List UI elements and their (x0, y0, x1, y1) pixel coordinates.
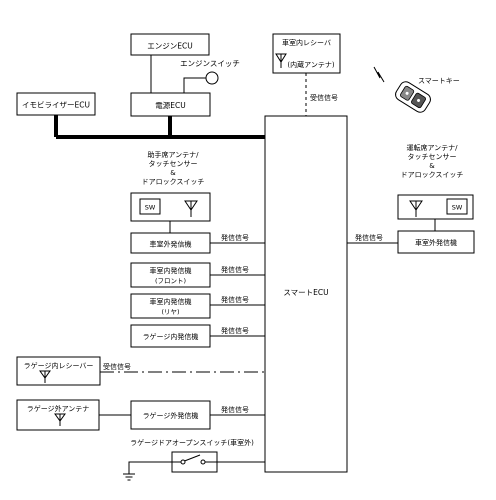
inside-tx-rear-box (130, 293, 211, 319)
power-ecu-label: 電源ECU (155, 101, 185, 110)
engine-switch-line (183, 77, 206, 93)
passenger-sw-label: SW (145, 204, 156, 212)
luggage-outside-antenna-box (16, 399, 100, 431)
inside-tx-front-label: 車室内発信機 (150, 266, 192, 275)
driver-antenna-title-4: ドアロックスイッチ (401, 171, 464, 179)
driver-antenna-title-2: タッチセンサー (408, 152, 457, 161)
inside-tx-rear-label: 車室内発信機 (150, 297, 192, 306)
driver-antenna-title-1: 運転席アンテナ/ (406, 143, 458, 152)
ground-wire (128, 461, 172, 474)
engine-switch-label: エンジンスイッチ (180, 59, 240, 68)
luggage-inside-tx-label: ラゲージ内発信機 (143, 332, 199, 341)
luggage-inside-receiver-box (16, 356, 101, 386)
smart-key-icon (395, 81, 431, 113)
passenger-antenna-title-4: ドアロックスイッチ (142, 178, 205, 186)
luggage-outside-antenna-label: ラゲージ外アンテナ (27, 404, 90, 413)
engine-switch-icon (205, 71, 219, 85)
luggage-rx-signal-label: 受信信号 (103, 362, 131, 371)
cabin-receiver-sublabel: (内蔵アンテナ) (287, 60, 334, 69)
driver-antenna-title-3: & (429, 162, 435, 170)
receiver-antenna-icon (275, 53, 287, 68)
inside-tx-front-sublabel: (フロント) (155, 277, 186, 285)
luggage-door-switch-label: ラゲージドアオープンスイッチ(車室外) (130, 438, 254, 447)
passenger-outside-tx-label: 車室外発信機 (150, 240, 192, 249)
driver-antenna-icon (409, 200, 423, 217)
driver-sw-label: SW (452, 204, 463, 212)
smart-key-label: スマートキー (418, 77, 460, 85)
immobilizer-ecu-label: イモビライザーECU (22, 101, 90, 110)
luggage-door-switch-icon (172, 454, 217, 465)
passenger-sw-box (139, 198, 161, 215)
driver-outside-tx-label: 車室外発信機 (415, 238, 457, 247)
tx-signal-label-6: 発信信号 (355, 233, 383, 242)
tx-signal-label-2: 発信信号 (221, 265, 249, 274)
tx-signal-label-1: 発信信号 (221, 233, 249, 242)
luggage-outside-antenna-icon (54, 413, 66, 426)
passenger-antenna-title-2: タッチセンサー (149, 159, 198, 168)
engine-ecu-box (130, 33, 210, 56)
passenger-antenna-title-3: & (170, 169, 176, 177)
driver-outside-tx-box (397, 230, 475, 254)
cabin-receiver-label: 車室内レシーバ (282, 38, 331, 47)
passenger-antenna-title-1: 助手席アンテナ/ (147, 150, 199, 159)
radio-wave-icon (373, 66, 385, 83)
smart-ecu-label: スマートECU (283, 288, 328, 297)
engine-ecu-label: エンジンECU (147, 42, 192, 51)
smart-ecu-box (264, 115, 348, 473)
luggage-outside-tx-box (130, 400, 211, 430)
ground-icon (123, 473, 135, 481)
luggage-receiver-antenna-icon (39, 370, 51, 383)
tx-signal-label-3: 発信信号 (221, 295, 249, 304)
luggage-outside-tx-label: ラゲージ外発信機 (143, 411, 199, 420)
driver-sw-box (446, 198, 468, 215)
tx-signal-label-4: 発信信号 (221, 326, 249, 335)
tx-signal-label-5: 発信信号 (221, 405, 249, 414)
inside-tx-rear-sublabel: (リヤ) (161, 308, 179, 316)
luggage-inside-receiver-label: ラゲージ内レシーバー (24, 361, 94, 370)
receiver-signal-label: 受信信号 (310, 93, 338, 102)
passenger-antenna-icon (184, 200, 198, 217)
